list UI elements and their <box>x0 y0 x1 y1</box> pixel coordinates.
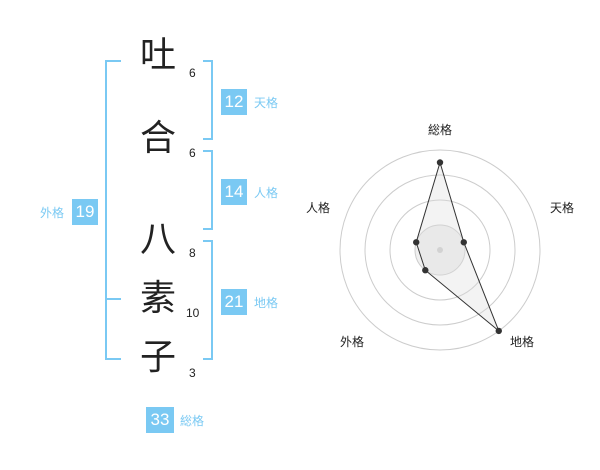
radar-axis-label-gaikaku: 外格 <box>340 335 365 349</box>
chikaku-bracket-vertical <box>211 240 213 360</box>
radar-point-2 <box>460 239 467 246</box>
radar-polygon <box>415 160 500 332</box>
soukaku-value: 33 <box>146 407 174 433</box>
jinkaku-value: 14 <box>221 179 247 205</box>
jinkaku-bracket-top <box>203 150 213 152</box>
tenkaku-value: 12 <box>221 89 247 115</box>
stroke-count-2: 6 <box>189 146 196 160</box>
stroke-count-5: 3 <box>189 366 196 380</box>
radar-ring-1 <box>414 224 466 276</box>
chikaku-value: 21 <box>221 289 247 315</box>
tenkaku-label: 天格 <box>254 96 279 110</box>
stroke-count-4: 10 <box>186 306 200 320</box>
radar-point-4 <box>422 267 429 274</box>
chikaku-label: 地格 <box>254 296 279 310</box>
name-char-4: 素 <box>139 278 176 319</box>
name-char-5: 子 <box>139 337 176 378</box>
tenkaku-bracket-vertical <box>211 60 213 140</box>
radar-chart <box>339 149 541 351</box>
jinkaku-bracket-vertical <box>211 150 213 230</box>
stroke-count-3: 8 <box>189 246 196 260</box>
stroke-count-1: 6 <box>189 66 196 80</box>
gaikaku-value: 19 <box>72 199 98 225</box>
radar-ring-4 <box>339 149 541 351</box>
radar-point-1 <box>436 159 444 166</box>
gaikaku-label: 外格 <box>40 206 65 220</box>
radar-point-3 <box>495 327 502 335</box>
chikaku-bracket-bottom <box>203 358 213 360</box>
tenkaku-bracket-bottom <box>203 138 213 140</box>
radar-center <box>437 247 443 253</box>
radar-shape <box>413 159 502 335</box>
radar-axis-label-chikaku: 地格 <box>510 335 535 349</box>
gaikaku-bracket-vertical <box>105 60 107 360</box>
radar-grid <box>339 149 541 351</box>
name-char-2: 合 <box>139 118 176 159</box>
soukaku-label: 総格 <box>180 414 205 428</box>
radar-ring-2 <box>389 199 491 301</box>
radar-ring-3 <box>364 174 516 326</box>
radar-axis-label-jinkaku: 人格 <box>306 201 331 215</box>
radar-axis-label-soukaku: 総格 <box>428 123 453 137</box>
gaikaku-bracket-top <box>105 60 121 62</box>
radar-axis-label-tenkaku: 天格 <box>550 201 575 215</box>
name-char-3: 八 <box>139 219 176 260</box>
tenkaku-bracket-top <box>203 60 213 62</box>
radar-point-5 <box>413 239 420 246</box>
jinkaku-bracket-bottom <box>203 228 213 230</box>
jinkaku-label: 人格 <box>254 186 279 200</box>
name-char-1: 吐 <box>139 35 176 76</box>
gaikaku-bracket-bottom <box>105 358 121 360</box>
gaikaku-bracket-mid <box>105 298 121 300</box>
chikaku-bracket-top <box>203 240 213 242</box>
